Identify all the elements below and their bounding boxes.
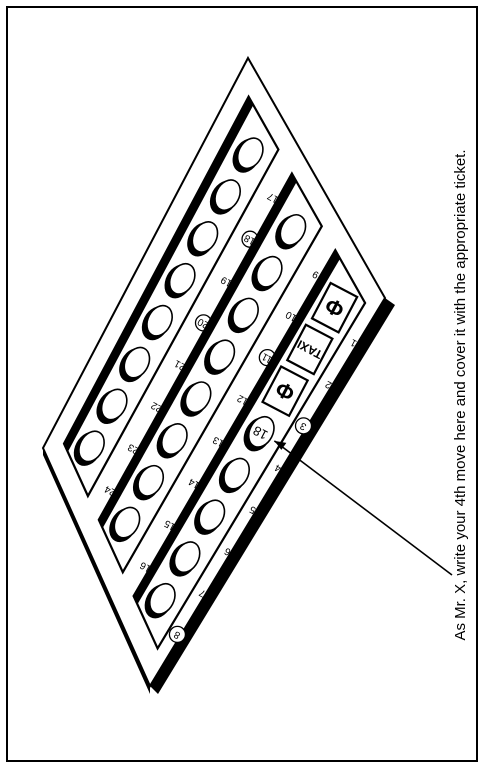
move-slot-4: 4	[243, 415, 283, 474]
underground-ticket: Φ	[310, 281, 359, 334]
move-slot-6: 6	[194, 499, 233, 558]
move-number-label: 4	[273, 461, 283, 474]
move-slot-14: 14	[156, 423, 202, 490]
move-number-label: 6	[222, 545, 232, 558]
move-row-shadow	[98, 173, 297, 529]
move-row-shadow	[64, 96, 254, 452]
move-slot-22: 22	[119, 346, 164, 414]
move-slot-13: 13	[180, 381, 226, 449]
move-slot-19: 19	[187, 221, 234, 289]
move-number-label: 7	[197, 586, 207, 599]
move-slot-9: 9	[275, 213, 321, 281]
move-number-label: 3	[298, 419, 308, 432]
move-slot-21: 21	[141, 304, 188, 372]
move-slot-7: 7	[169, 541, 208, 599]
move-slot-11: 11	[227, 297, 276, 367]
written-move-value: 18	[250, 423, 270, 443]
move-slot-5: 5	[218, 457, 258, 516]
move-slot-24: 24	[73, 430, 118, 498]
taxi-ticket: TAXI	[285, 323, 334, 376]
pointer-arrow	[273, 440, 453, 576]
circled-number-marker	[294, 417, 313, 435]
move-slot-8: 8	[144, 582, 187, 644]
move-number-label: 2	[323, 378, 333, 391]
move-number-label: 5	[248, 503, 258, 516]
move-slot-10: 10	[251, 255, 299, 323]
move-number-label: 1	[349, 336, 359, 349]
move-slot-15: 15	[132, 464, 178, 532]
move-number-label: 8	[172, 628, 182, 641]
instruction-caption: As Mr. X, write your 4th move here and c…	[452, 149, 469, 641]
circled-number-marker	[168, 625, 187, 644]
board-edge	[150, 298, 395, 694]
move-row-shadow	[133, 250, 341, 605]
underground-ticket: Φ	[261, 364, 310, 418]
move-number-label: 9	[311, 268, 321, 281]
move-slot-23: 23	[96, 388, 141, 456]
